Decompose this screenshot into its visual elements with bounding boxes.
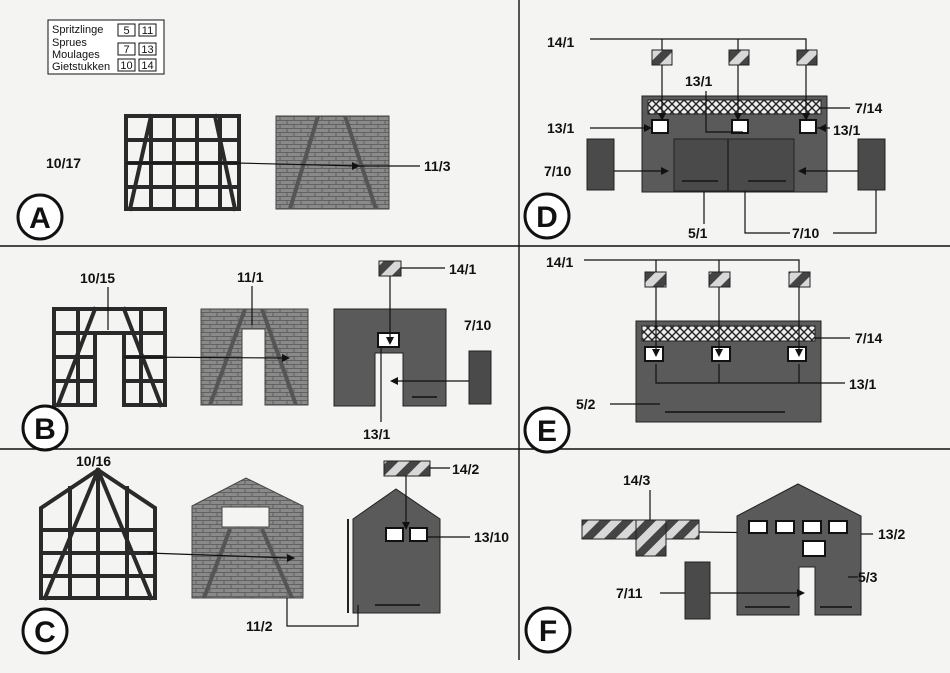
gable-wall-brick [192,478,303,598]
label-e-5-2: 5/2 [576,396,596,412]
sprue-legend: Spritzlinge Sprues Moulages Gietstukken … [48,20,164,74]
step-a: 10/17 11/3 A [18,116,451,239]
legend-sprue-11: 11 [142,25,153,37]
step-d: 14/1 13/1 7/14 13/1 13/1 7/10 5/1 7/10 D [525,34,885,241]
timber-frame-10-16 [41,470,155,598]
label-d-5-1: 5/1 [688,225,708,241]
label-d-13-1-left: 13/1 [547,120,574,136]
part-14-1-e-left [645,272,666,287]
legend-name-3: Gietstukken [52,61,110,73]
label-f-14-3: 14/3 [623,472,650,488]
gable-panel [348,489,440,613]
part-14-3-end [636,520,666,556]
rear-wall-5-2 [636,321,821,422]
door-7-10-left [587,139,614,190]
legend-sprue-13: 13 [141,44,153,56]
label-7-10: 7/10 [464,317,491,333]
label-d-7-10-bottom: 7/10 [792,225,819,241]
label-e-7-14: 7/14 [855,330,882,346]
door-part-7-10 [469,351,491,404]
label-11-3: 11/3 [424,158,451,174]
legend-name-1: Sprues [52,37,87,49]
part-14-1-left [652,50,672,65]
step-letter-e: E [537,415,557,448]
legend-name-0: Spritzlinge [52,24,103,36]
label-14-2: 14/2 [452,461,479,477]
label-d-7-10-left: 7/10 [544,163,571,179]
label-f-7-11: 7/11 [616,585,643,601]
step-f: 14/3 13/2 5/3 7/11 F [526,472,905,652]
label-10-16: 10/16 [76,453,111,469]
brick-wall-11-3 [276,116,389,209]
part-14-2 [384,461,430,476]
label-d-13-1-top: 13/1 [685,73,712,89]
label-f-13-2: 13/2 [878,526,905,542]
legend-name-2: Moulages [52,49,100,61]
part-14-1-mid [729,50,749,65]
label-d-14-1: 14/1 [547,34,574,50]
part-14-1-right [797,50,817,65]
label-13-1: 13/1 [363,426,390,442]
step-b: 10/15 11/1 14/1 7/10 13/1 B [23,261,491,450]
step-letter-a: A [29,202,51,235]
label-f-5-3: 5/3 [858,569,878,585]
label-13-10: 13/10 [474,529,509,545]
label-e-13-1: 13/1 [849,376,876,392]
legend-sprue-10: 10 [120,60,132,72]
door-7-11 [685,562,710,619]
step-letter-d: D [536,201,558,234]
part-14-1-e-right [789,272,810,287]
legend-sprue-5: 5 [123,25,129,37]
part-14-1 [379,261,401,276]
front-wall-5-1 [642,96,827,192]
legend-sprue-14: 14 [141,60,153,72]
label-14-1: 14/1 [449,261,476,277]
label-e-14-1: 14/1 [546,254,573,270]
step-letter-f: F [539,615,557,648]
label-d-13-1-right: 13/1 [833,122,860,138]
label-10-15: 10/15 [80,270,115,286]
step-e: 14/1 7/14 13/1 5/2 E [525,254,882,452]
label-10-17: 10/17 [46,155,81,171]
step-letter-c: C [34,616,56,649]
step-letter-b: B [34,413,56,446]
part-14-1-e-mid [709,272,730,287]
label-d-7-14: 7/14 [855,100,882,116]
label-11-1: 11/1 [237,269,264,285]
step-c: 10/16 14/2 13/10 11/2 C [23,453,509,653]
legend-sprue-7: 7 [123,44,129,56]
door-7-10-right [858,139,885,190]
label-11-2: 11/2 [246,618,273,634]
